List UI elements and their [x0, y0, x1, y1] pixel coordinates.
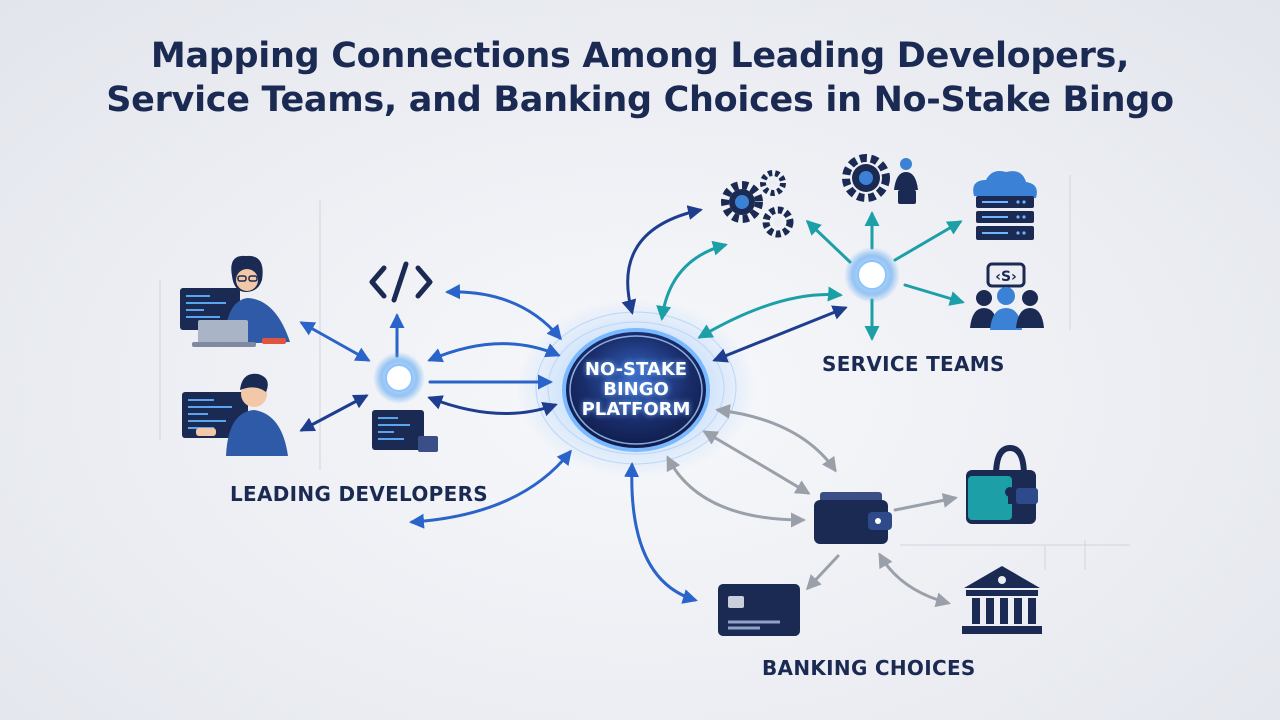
- developer-node: [373, 352, 425, 404]
- platform-hub[interactable]: [562, 328, 710, 452]
- credit-card-icon: [718, 584, 800, 636]
- hub-line-3: PLATFORM: [581, 399, 691, 420]
- service-connections: [621, 205, 965, 363]
- female-developer-icon: [180, 255, 290, 347]
- service-teams-label: SERVICE TEAMS: [822, 352, 1005, 376]
- cloud-server-icon: [973, 171, 1037, 240]
- wallet-icon: [814, 492, 892, 544]
- banking-connections: [624, 404, 958, 608]
- service-node: [844, 247, 900, 303]
- code-brackets-icon: [369, 261, 433, 303]
- hub-line-1: NO-STAKE: [584, 359, 688, 380]
- locked-wallet-icon: [966, 444, 1038, 524]
- gears-icon: [721, 170, 794, 238]
- gear-person-icon: [842, 154, 918, 204]
- support-team-icon: ‹S›: [970, 262, 1044, 330]
- bank-icon: [962, 566, 1042, 634]
- banking-choices-label: BANKING CHOICES: [762, 656, 976, 680]
- code-window-icon: [372, 410, 438, 452]
- title-line-1: Mapping Connections Among Leading Develo…: [150, 36, 1130, 76]
- page-title: Mapping Connections Among Leading Develo…: [0, 34, 1280, 122]
- developer-connections: [299, 284, 572, 529]
- hub-line-2: BINGO: [603, 379, 669, 400]
- developers-label: LEADING DEVELOPERS: [230, 482, 489, 506]
- svg-text:‹S›: ‹S›: [995, 269, 1017, 285]
- hub-label: NO-STAKE BINGO PLATFORM: [566, 360, 706, 420]
- title-line-2: Service Teams, and Banking Choices in No…: [106, 80, 1174, 120]
- male-developer-icon: [182, 373, 288, 456]
